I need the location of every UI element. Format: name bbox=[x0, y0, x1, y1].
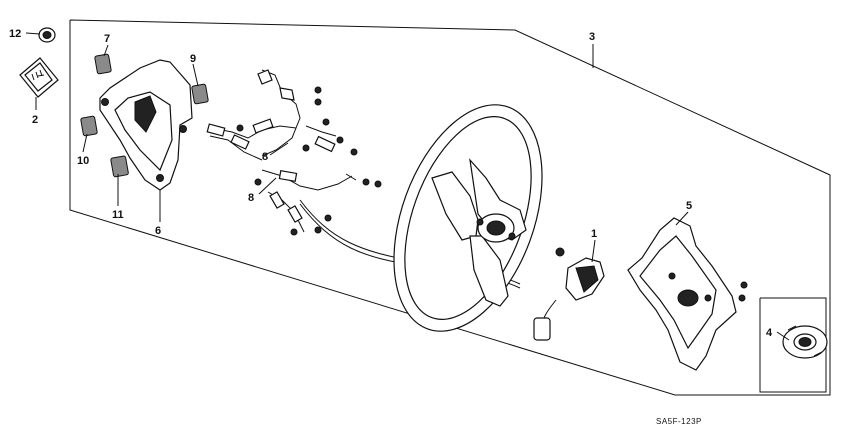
callout-label-10: 10 bbox=[77, 155, 89, 167]
callout-label-8-lower: 8 bbox=[248, 192, 254, 204]
callout-label-5: 5 bbox=[686, 200, 692, 212]
emblem-part bbox=[19, 57, 59, 98]
switch-button-7 bbox=[94, 53, 112, 75]
assembly-boundary bbox=[69, 19, 831, 396]
pad-cover-part bbox=[99, 59, 193, 191]
switch-button-10 bbox=[80, 115, 98, 137]
steering-wheel-part bbox=[393, 104, 543, 332]
callout-label-9: 9 bbox=[190, 53, 196, 65]
leader-lines bbox=[25, 32, 790, 341]
inset-box-part-4 bbox=[759, 297, 827, 393]
cable-reel-part bbox=[533, 247, 605, 341]
callout-label-1: 1 bbox=[591, 228, 597, 240]
callout-label-7: 7 bbox=[104, 33, 110, 45]
emblem-clip-part bbox=[38, 27, 56, 43]
callout-label-2: 3 bbox=[589, 31, 595, 43]
callout-label-12: 12 bbox=[9, 28, 21, 40]
callout-label-3: 2 bbox=[32, 114, 38, 126]
switch-button-9 bbox=[191, 83, 209, 105]
cancel-sleeve-part bbox=[782, 325, 828, 359]
callout-labels: 12 2 7 9 10 11 6 8 8 3 1 5 4 bbox=[9, 28, 773, 339]
callout-label-4: 4 bbox=[766, 327, 773, 339]
callout-label-8-upper: 8 bbox=[262, 151, 268, 163]
switch-button-11 bbox=[110, 155, 129, 178]
callout-label-6: 6 bbox=[155, 225, 161, 237]
horn-pad-part bbox=[627, 217, 748, 371]
horn-contact-wiring-part bbox=[206, 69, 521, 289]
drawing-code: SA5F-123P bbox=[656, 417, 702, 426]
callout-label-11: 11 bbox=[112, 209, 124, 221]
